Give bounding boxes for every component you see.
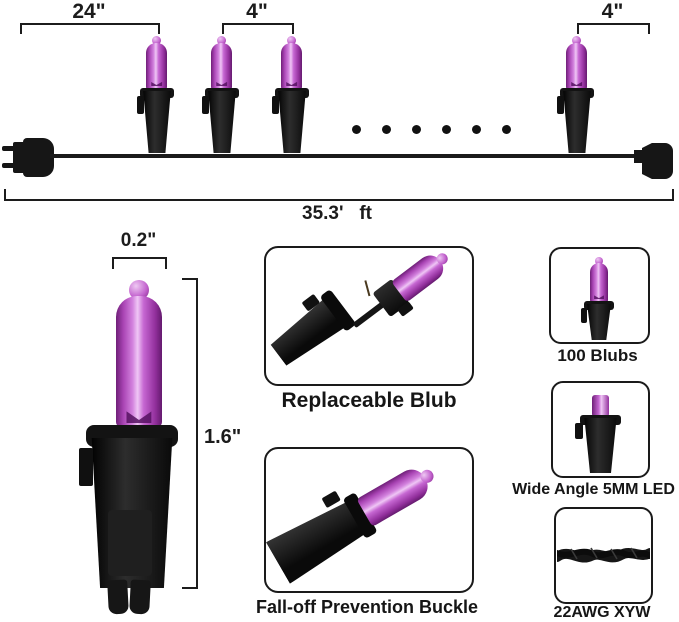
- string-bulb-2: [202, 36, 240, 156]
- lead-spacing-bracket: [20, 23, 160, 34]
- bulb-width-bracket: [112, 257, 167, 269]
- feature-box-replaceable-bulb: [264, 246, 474, 386]
- feature-label-fall-off-buckle: Fall-off Prevention Buckle: [255, 597, 479, 617]
- spec-box-bulb-count: [549, 247, 650, 344]
- lead-spacing-label: 24": [72, 0, 106, 23]
- bulb-height-bracket: [182, 278, 198, 589]
- bulb-spacing-bracket-1: [222, 23, 294, 34]
- led-type-illustration: [553, 383, 648, 476]
- bulb-spacing-label-2: 4": [601, 0, 624, 23]
- feature-label-replaceable-bulb: Replaceable Blub: [281, 389, 457, 412]
- bulb-spacing-bracket-2: [577, 23, 650, 34]
- large-bulb: [79, 280, 178, 622]
- fall-off-buckle-illustration: [266, 449, 472, 591]
- total-length-bracket: [4, 189, 674, 201]
- string-wire: [50, 154, 644, 158]
- replaceable-bulb-illustration: [266, 248, 472, 384]
- spec-label-bulb-count: 100 Blubs: [557, 346, 638, 365]
- string-bulb-3: [272, 36, 310, 156]
- spec-box-wire-gauge: [554, 507, 653, 604]
- spec-box-led-type: [551, 381, 650, 478]
- string-bulb-1: [137, 36, 175, 156]
- bulb-count-illustration: [581, 257, 617, 340]
- bulb-width-label: 0.2": [120, 230, 157, 251]
- bulb-dimension-detail: 0.2" 1.6": [0, 228, 260, 622]
- spec-label-led-type: Wide Angle 5MM LED: [512, 481, 675, 498]
- spec-label-wire-gauge: 22AWG XYW: [553, 604, 651, 621]
- total-length-label: 35.3' ft: [302, 203, 372, 224]
- light-string-diagram: 24" 4" 4": [0, 0, 679, 235]
- feature-box-fall-off-buckle: [264, 447, 474, 593]
- ellipsis-dots: [352, 125, 511, 134]
- bulb-spacing-label-1: 4": [246, 0, 268, 23]
- string-bulb-4: [557, 36, 595, 156]
- bulb-height-label: 1.6": [204, 426, 242, 448]
- twisted-wire-icon: [557, 547, 650, 563]
